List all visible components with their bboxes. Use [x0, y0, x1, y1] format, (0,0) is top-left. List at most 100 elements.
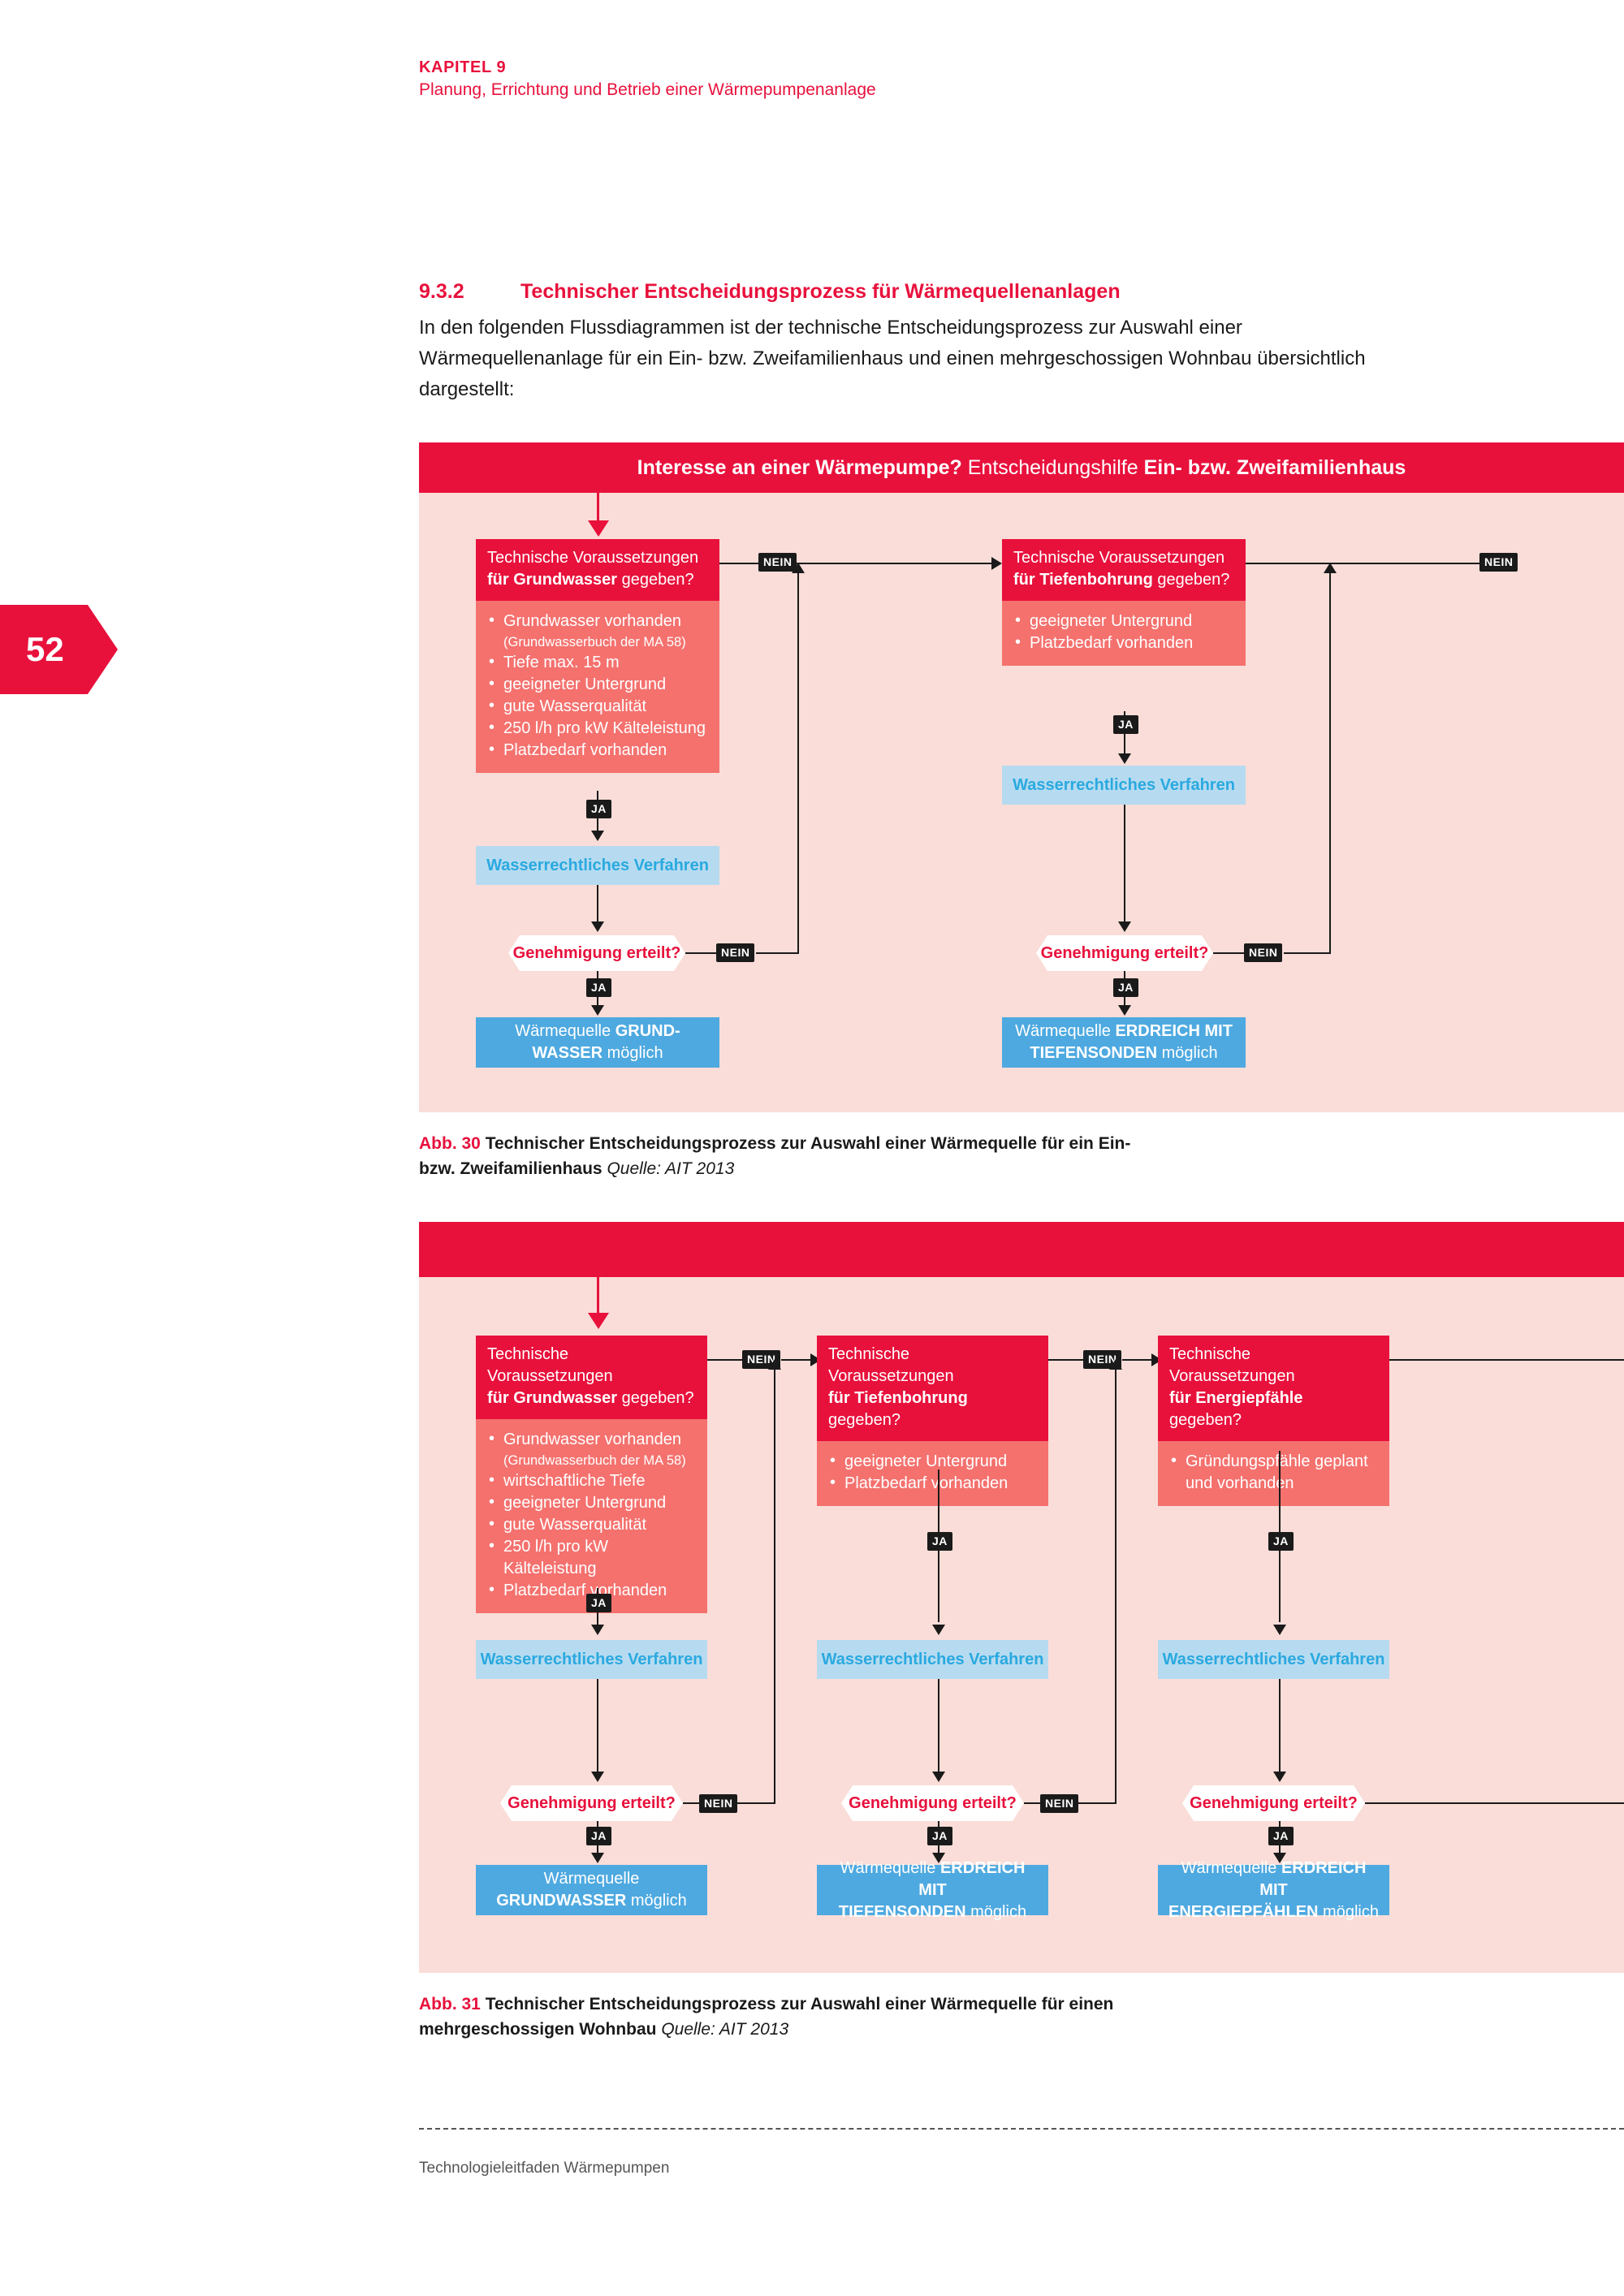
list-item: Platzbedarf vorhanden	[489, 1579, 694, 1602]
q-head-tail: gegeben?	[828, 1411, 901, 1429]
list-item: gute Wasserqualität	[489, 1513, 694, 1536]
f31-col1-ja-label: JA	[586, 1594, 611, 1612]
figure-30-label: Abb. 30	[419, 1134, 481, 1153]
list-item: geeigneter Untergrund	[1015, 610, 1233, 632]
f31-col1-ja-arrow-icon	[591, 1625, 604, 1635]
f31-col1-dec-no-vline	[774, 1369, 775, 1802]
f30-left-ja-arrow-icon	[591, 831, 604, 841]
figure-30-flowchart: Interesse an einer Wärmepumpe? Entscheid…	[419, 442, 1624, 1112]
result-lead: Wärmequelle	[840, 1858, 940, 1877]
f30-right-dec-ja-arrow-icon	[1118, 1005, 1131, 1016]
f30-left-dec-ja-label: JA	[586, 978, 611, 997]
list-item: geeigneter Untergrund	[830, 1450, 1035, 1473]
f30-right-dec-no-arrow-icon	[1324, 563, 1337, 573]
f31-col1-proc-line	[597, 1679, 598, 1778]
f30-right-dec-no-hline-2	[1284, 952, 1331, 954]
f31-col3-decision-hex: Genehmigung erteilt?	[1182, 1785, 1365, 1821]
f30-left-dec-no-vline	[797, 572, 799, 952]
list-item: Tiefe max. 15 m	[489, 651, 706, 674]
f31-col1-dec-no-label: NEIN	[699, 1794, 738, 1813]
list-item: gute Wasserqualität	[489, 695, 706, 718]
f31-col1-decision-hex: Genehmigung erteilt?	[500, 1785, 683, 1821]
list-item: Gründungspfähle geplant und vorhanden	[1171, 1450, 1376, 1495]
q-head-tail: gegeben?	[617, 1389, 694, 1407]
f31-col1-no-hline	[707, 1359, 744, 1361]
result-bold-1: GRUND-	[615, 1022, 680, 1040]
list-item: geeigneter Untergrund	[489, 1491, 694, 1514]
q-head-line1: Technische Voraussetzungen	[487, 1345, 613, 1385]
f31-col3-ja-arrow-icon	[1273, 1625, 1286, 1635]
f31-col2-dec-no-vline	[1115, 1369, 1116, 1802]
f30-right-ja-arrow-icon	[1118, 753, 1131, 764]
f30-left-decision-hex: Genehmigung erteilt?	[508, 935, 685, 971]
result-tail: möglich	[1318, 1902, 1379, 1921]
q-head-bold: für Grundwasser	[487, 571, 618, 589]
result-bold-2: WASSER	[532, 1044, 603, 1062]
f31-col1-dec-no-hline-2	[737, 1802, 775, 1804]
f30-right-dec-no-label: NEIN	[1244, 943, 1283, 962]
f30-left-criteria-list: Grundwasser vorhanden (Grundwasserbuch d…	[476, 601, 719, 773]
f30-right-criteria-list: geeigneter Untergrund Platzbedarf vorhan…	[1002, 601, 1246, 666]
figure-30-banner: Interesse an einer Wärmepumpe? Entscheid…	[419, 442, 1624, 493]
result-bold-1: ERDREICH MIT	[1115, 1022, 1233, 1040]
list-item: Platzbedarf vorhanden	[489, 739, 706, 762]
f30-right-ja-label: JA	[1113, 715, 1138, 734]
list-item: Grundwasser vorhanden	[489, 610, 706, 632]
f31-col3-process-box: Wasserrechtliches Verfahren	[1158, 1640, 1389, 1679]
f30-right-process-box: Wasserrechtliches Verfahren	[1002, 766, 1246, 805]
f31-col2-ja-label: JA	[927, 1532, 952, 1551]
running-head: KAPITEL 9 Planung, Errichtung und Betrie…	[419, 57, 876, 102]
f30-right-decision-hex: Genehmigung erteilt?	[1036, 935, 1213, 971]
figure-31-banner	[419, 1222, 1624, 1277]
f30-left-dec-no-hline-2	[756, 952, 799, 954]
f31-col3-proc-line	[1279, 1679, 1281, 1778]
result-bold-1: ERDREICH MIT	[918, 1858, 1026, 1899]
chapter-subtitle: Planung, Errichtung und Betrieb einer Wä…	[419, 80, 876, 99]
f30-left-no-hline-2	[863, 563, 997, 564]
f31-col3-ja-label: JA	[1268, 1532, 1294, 1551]
f31-col3-dec-no-hline	[1365, 1802, 1624, 1804]
f30-left-dec-no-arrow-icon	[792, 563, 805, 573]
f31-col1-criteria-list: Grundwasser vorhanden (Grundwasserbuch d…	[476, 1419, 707, 1613]
result-bold-2: TIEFENSONDEN	[838, 1902, 966, 1921]
q-head-line1: Technische Voraussetzungen	[1169, 1345, 1295, 1385]
f31-col2-decision-hex: Genehmigung erteilt?	[841, 1785, 1024, 1821]
list-item: 250 l/h pro kW Kälteleistung	[489, 1535, 694, 1580]
f31-col1-dec-no-hline	[683, 1802, 701, 1804]
f31-col2-no-hline-2	[1122, 1359, 1157, 1361]
section-title: Technischer Entscheidungsprozess für Wär…	[520, 280, 1121, 303]
f30-right-no-hline	[1246, 563, 1514, 564]
result-bold-2: TIEFENSONDEN	[1030, 1044, 1158, 1062]
f31-entry-connector-line	[597, 1277, 599, 1316]
q-head-tail: gegeben?	[1152, 571, 1230, 589]
result-lead: Wärmequelle	[1015, 1022, 1116, 1040]
f31-col3-proc-arrow-icon	[1273, 1772, 1286, 1782]
figure-30-source: Quelle: AIT 2013	[607, 1159, 735, 1178]
figure-30-caption: Abb. 30 Technischer Entscheidungsprozess…	[419, 1131, 1150, 1181]
f31-col1-proc-arrow-icon	[591, 1772, 604, 1782]
figure-31-label: Abb. 31	[419, 1995, 481, 2013]
f31-col2-dec-no-label: NEIN	[1040, 1794, 1079, 1813]
f31-col2-criteria-list: geeigneter Untergrund Platzbedarf vorhan…	[817, 1441, 1048, 1506]
q-head-tail: gegeben?	[617, 571, 694, 589]
f30-right-ja-line	[1124, 711, 1125, 760]
result-bold-1: ERDREICH MIT	[1259, 1858, 1367, 1899]
f31-col2-proc-line	[938, 1679, 939, 1778]
f30-left-dec-ja-arrow-icon	[591, 1005, 604, 1016]
f30-left-ja-label: JA	[586, 800, 611, 818]
list-item: geeigneter Untergrund	[489, 673, 706, 696]
f31-col3-no-hline	[1389, 1359, 1624, 1361]
figure-31-caption: Abb. 31 Technischer Entscheidungsprozess…	[419, 1992, 1215, 2042]
f31-entry-connector-arrow-icon	[588, 1313, 609, 1329]
